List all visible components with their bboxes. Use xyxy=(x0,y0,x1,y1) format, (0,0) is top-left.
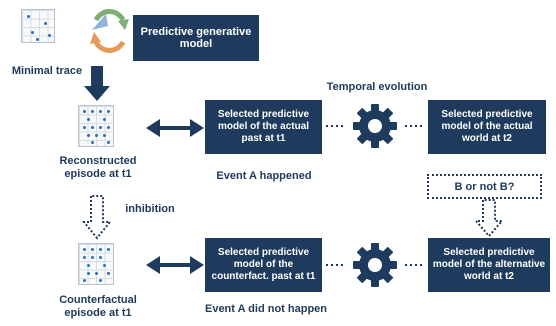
temporal-evolution-label: Temporal evolution xyxy=(326,81,428,93)
counterfactual-past-model-box: Selected predictive model of the counter… xyxy=(205,238,322,292)
double-arrow-icon xyxy=(146,256,204,274)
reconstructed-episode-label: Reconstructed episode at t1 xyxy=(59,155,137,180)
counterfactual-grid-icon xyxy=(78,243,114,285)
double-arrow-icon xyxy=(146,119,204,137)
dotted-arrow-icon xyxy=(81,195,113,240)
alternative-world-model-box: Selected predictive model of the alterna… xyxy=(428,238,550,292)
inhibition-label: inhibition xyxy=(125,203,175,215)
event-did-not-happen-label: Event A did not happen xyxy=(204,303,327,315)
minimal-trace-grid-icon xyxy=(21,9,55,43)
down-arrow-icon xyxy=(84,66,110,101)
gear-icon xyxy=(353,104,397,148)
reconstructed-grid-icon xyxy=(78,105,114,147)
gear-icon xyxy=(353,243,397,287)
b-or-not-b-box: B or not B? xyxy=(427,174,542,199)
actual-past-model-box: Selected predictive model of the actual … xyxy=(205,100,322,154)
cycle-arrows-icon xyxy=(90,9,129,53)
minimal-trace-label: Minimal trace xyxy=(11,65,83,77)
predictive-generative-model-box: Predictive generative model xyxy=(133,15,259,61)
actual-world-model-box: Selected predictive model of the actual … xyxy=(428,100,546,154)
dotted-arrow-icon xyxy=(473,199,505,238)
event-happened-label: Event A happened xyxy=(216,170,312,182)
counterfactual-episode-label: Counterfactual episode at t1 xyxy=(59,294,137,319)
